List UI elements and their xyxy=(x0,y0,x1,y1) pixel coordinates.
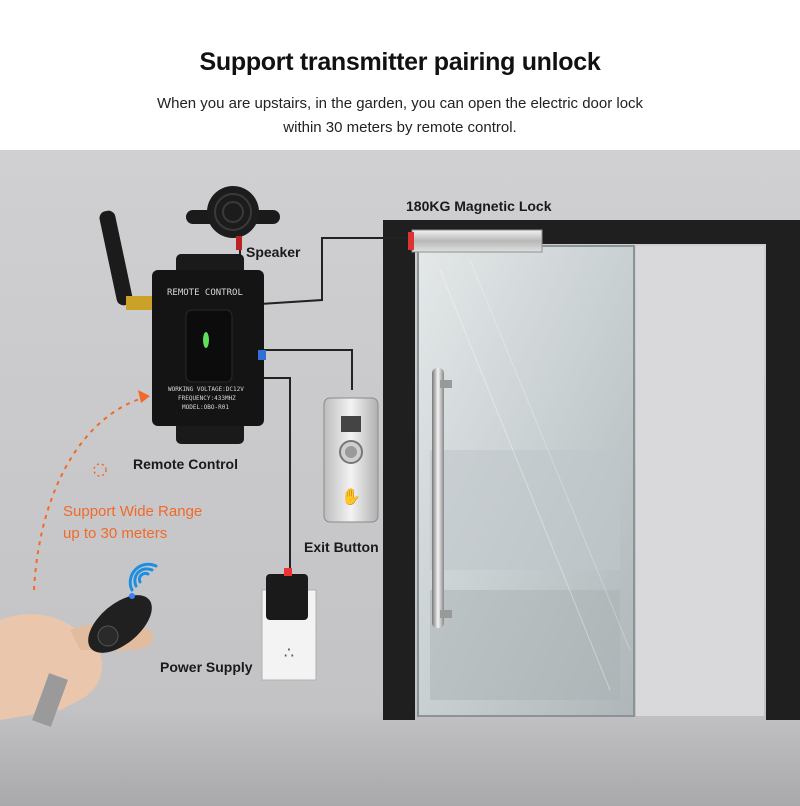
wiring xyxy=(239,237,408,570)
spec-frequency: FREQUENCY:433MHZ xyxy=(178,395,236,402)
range-label: Support Wide Range up to 30 meters xyxy=(63,501,202,545)
page-subtitle: When you are upstairs, in the garden, yo… xyxy=(0,92,800,140)
antenna xyxy=(99,210,152,310)
range-label-line-2: up to 30 meters xyxy=(63,525,168,542)
magnetic-lock-label: 180KG Magnetic Lock xyxy=(406,198,552,214)
scene-illustration: ✋ ∴ xyxy=(0,150,800,806)
speaker xyxy=(186,186,280,250)
remote-panel-title: REMOTE CONTROL xyxy=(167,288,243,298)
range-label-line-1: Support Wide Range xyxy=(63,503,203,520)
remote-control-label: Remote Control xyxy=(133,456,238,472)
power-supply-device: ∴ xyxy=(261,568,317,681)
installation-scene: ✋ ∴ REMOTE CONTROL WORKIN xyxy=(0,150,800,806)
floor xyxy=(0,710,800,806)
door-handle xyxy=(432,368,452,628)
exit-button-label: Exit Button xyxy=(304,539,379,555)
hand-with-remote xyxy=(0,593,154,727)
page-title: Support transmitter pairing unlock xyxy=(199,48,601,76)
subtitle-line-2: within 30 meters by remote control. xyxy=(283,119,517,136)
magnetic-lock xyxy=(408,229,543,253)
range-arrow xyxy=(138,390,150,403)
range-arc xyxy=(33,395,151,591)
spec-model: MODEL:OBO-R01 xyxy=(182,404,229,411)
door-frame xyxy=(383,220,800,720)
exit-button-device: ✋ xyxy=(323,397,379,523)
subtitle-line-1: When you are upstairs, in the garden, yo… xyxy=(156,95,644,112)
wifi-signal-icon xyxy=(128,562,158,592)
power-supply-label: Power Supply xyxy=(160,659,253,675)
glass-door xyxy=(417,245,764,717)
spec-voltage: WORKING VOLTAGE:DC12V xyxy=(168,386,244,393)
svg-text:∴: ∴ xyxy=(284,645,294,662)
speaker-label: Speaker xyxy=(246,244,301,260)
svg-text:✋: ✋ xyxy=(341,487,361,506)
remote-control-box xyxy=(152,254,266,444)
header: Support transmitter pairing unlock When … xyxy=(0,0,800,150)
